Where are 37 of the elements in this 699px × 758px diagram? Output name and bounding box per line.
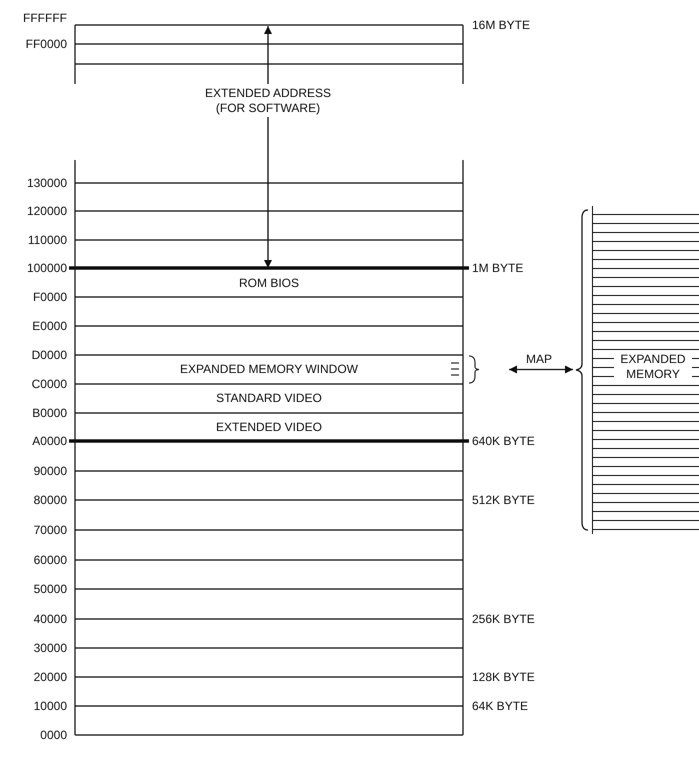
- address-label: C0000: [32, 377, 67, 391]
- memory-region: STANDARD VIDEO: [77, 385, 461, 412]
- memory-region: EXTENDED VIDEO: [77, 414, 461, 440]
- size-label: 512K BYTE: [472, 493, 535, 507]
- address-label: 100000: [26, 261, 67, 275]
- size-label: 16M BYTE: [472, 18, 530, 32]
- address-label: 120000: [26, 204, 67, 218]
- address-label: 130000: [26, 176, 67, 190]
- arrow: [264, 26, 272, 84]
- address-label: 30000: [34, 641, 67, 655]
- size-label: 64K BYTE: [472, 699, 528, 713]
- region-name: EXPANDED MEMORY WINDOW: [178, 362, 359, 376]
- address-label: 20000: [34, 670, 67, 684]
- arrow: [509, 366, 573, 374]
- memory-region: ROM BIOS: [77, 270, 461, 296]
- address-label: 10000: [34, 699, 67, 713]
- address-label: FF0000: [26, 37, 67, 51]
- address-label: E0000: [32, 319, 67, 333]
- address-label: 90000: [34, 464, 67, 478]
- size-label: 640K BYTE: [472, 434, 535, 448]
- arrow: [264, 117, 272, 268]
- size-label: 256K BYTE: [472, 612, 535, 626]
- size-label: 1M BYTE: [472, 261, 524, 275]
- address-label: F0000: [32, 290, 67, 304]
- address-label: FFFFFF: [23, 11, 67, 25]
- address-label: 70000: [34, 523, 67, 537]
- address-label: 110000: [28, 233, 67, 247]
- address-label: 50000: [34, 582, 67, 596]
- address-label: 0000: [40, 728, 67, 742]
- address-label: D0000: [32, 348, 67, 362]
- size-label: 128K BYTE: [472, 670, 535, 684]
- address-label: 80000: [34, 493, 67, 507]
- address-label: 60000: [34, 553, 67, 567]
- edge-label: MAP: [526, 352, 552, 366]
- address-label: B0000: [32, 406, 67, 420]
- address-label: 40000: [34, 612, 67, 626]
- address-label: A0000: [32, 434, 67, 448]
